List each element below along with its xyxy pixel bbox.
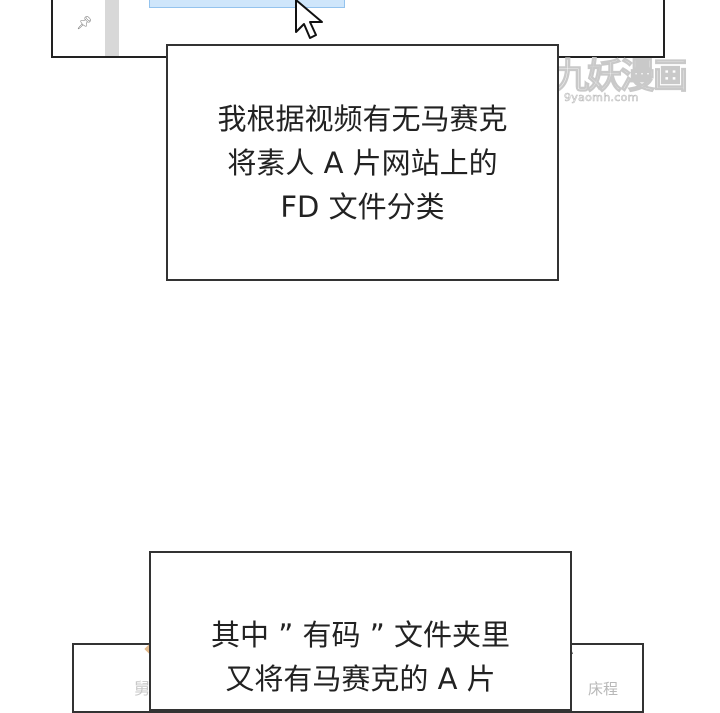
- faded-label: 床程: [587, 680, 618, 698]
- caption-box: 其中 ” 有码 ” 文件夹里 又将有马赛克的 A 片: [149, 551, 572, 711]
- watermark-url: 9yaomh.com: [564, 91, 639, 105]
- caption-line: 其中 ” 有码 ” 文件夹里: [211, 618, 510, 652]
- pin-icon[interactable]: 📌︎: [76, 16, 93, 31]
- caption-line: FD 文件分类: [280, 189, 445, 224]
- faded-label: 舅: [134, 679, 151, 698]
- quick-access-pane: ✎ 📌︎: [53, 0, 119, 56]
- scrollbar[interactable]: [105, 0, 119, 56]
- caption-box: 我根据视频有无马赛克 将素人 A 片网站上的 FD 文件分类: [166, 44, 559, 281]
- watermark-title: 九妖漫画: [553, 55, 688, 97]
- selected-file-item[interactable]: [149, 0, 345, 8]
- pin-icon[interactable]: ✎: [76, 0, 92, 2]
- mouse-cursor-icon: [295, 0, 323, 39]
- caption-line: 又将有马赛克的 A 片: [225, 662, 496, 696]
- caption-line: 我根据视频有无马赛克: [217, 101, 508, 136]
- site-watermark: 九妖漫画 9yaomh.com: [550, 48, 710, 108]
- caption-line: 将素人 A 片网站上的: [227, 145, 498, 180]
